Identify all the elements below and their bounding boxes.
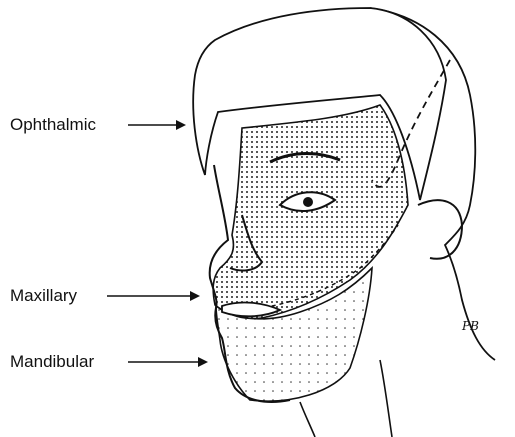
label-mandibular: Mandibular — [10, 353, 94, 370]
neck-back — [380, 360, 392, 437]
ophthalmic-arrow — [128, 120, 186, 130]
mandibular-arrow — [128, 357, 208, 367]
neck-front — [300, 402, 315, 437]
artist-signature: PB — [461, 319, 479, 333]
pupil — [303, 197, 313, 207]
label-ophthalmic: Ophthalmic — [10, 116, 96, 133]
maxillary-region — [213, 105, 408, 318]
ear — [418, 200, 462, 259]
maxillary-arrow — [107, 291, 200, 301]
label-maxillary: Maxillary — [10, 287, 77, 304]
